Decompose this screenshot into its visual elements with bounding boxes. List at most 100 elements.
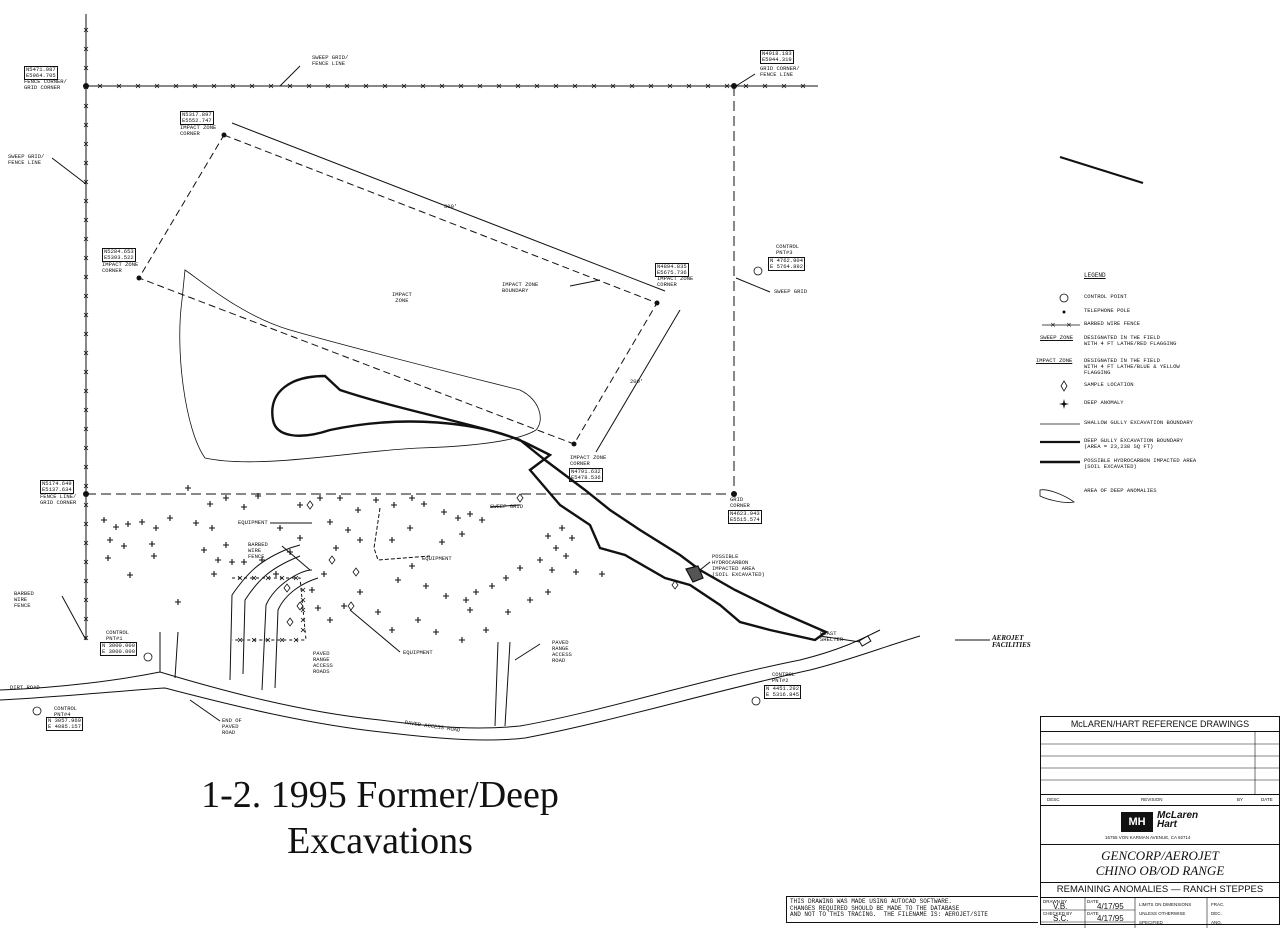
barbed-wire-tick xyxy=(496,83,502,89)
se-corner-label: GRID CORNER xyxy=(730,496,750,509)
deep-anomaly-mark xyxy=(545,533,551,539)
barbed-wire-tick xyxy=(83,635,89,641)
barbed-wire-tick xyxy=(83,274,89,280)
legend-item-deep-anomaly: DEEP ANOMALY xyxy=(1036,398,1276,412)
control-pnt1-label: CONTROL PNT#1 xyxy=(106,629,130,642)
barbed-wire-tick xyxy=(192,83,198,89)
deep-anomaly-mark xyxy=(375,609,381,615)
equipment-fence xyxy=(373,507,431,561)
deep-anomaly-mark xyxy=(309,587,315,593)
deep-anomaly-mark xyxy=(517,565,523,571)
barbed-wire-tick xyxy=(83,540,89,546)
aerojet-label: AEROJET FACILITIES xyxy=(992,634,1031,649)
revision-header: DESC REVISION BY DATE xyxy=(1041,795,1279,806)
barbed-wire-tick xyxy=(610,83,616,89)
deep-anomaly-mark xyxy=(441,509,447,515)
deep-anomaly-mark xyxy=(317,495,323,501)
deep-anomaly-mark xyxy=(241,504,247,510)
barbed-wire-tick xyxy=(293,575,299,581)
drawn-date: 4/17/95 xyxy=(1097,902,1124,911)
drawn-by-value: V.B. xyxy=(1053,902,1068,911)
deep-anomaly-mark xyxy=(407,525,413,531)
legend-text: DEEP GULLY EXCAVATION BOUNDARY (AREA = 2… xyxy=(1084,437,1184,450)
paved-range-road-label: PAVED RANGE ACCESS ROAD xyxy=(552,639,572,664)
deep-anomaly-mark xyxy=(153,525,159,531)
deep-anomaly-mark xyxy=(287,549,293,555)
ne-corner-label: GRID CORNER/ FENCE LINE xyxy=(760,65,800,78)
road-north-edge xyxy=(0,629,881,729)
barbed-wire-tick xyxy=(83,559,89,565)
barbed-wire-tick xyxy=(300,617,306,623)
date-label: DATE xyxy=(1087,899,1099,904)
deep-anomaly-mark xyxy=(439,539,445,545)
barbed-wire-tick xyxy=(249,83,255,89)
checked-date: 4/17/95 xyxy=(1097,914,1124,923)
ne-coords: N4918.183 E5944.319 xyxy=(760,50,794,64)
hydrocarbon-icon xyxy=(1040,460,1080,464)
deep-anomaly-mark xyxy=(389,537,395,543)
deep-anomaly-mark xyxy=(443,593,449,599)
impact-zone-icon: IMPACT ZONE xyxy=(1036,356,1080,370)
project-line-1: GENCORP/AEROJET xyxy=(1101,848,1219,863)
deep-anomaly-mark xyxy=(241,559,247,565)
logo-address: 16755 VON KARMAN AVENUE, CA 92714 xyxy=(1105,835,1191,840)
deep-anomaly-mark xyxy=(167,515,173,521)
deep-anomaly-mark xyxy=(105,555,111,561)
iz-e xyxy=(654,300,660,306)
control-pnt3-label: CONTROL PNT#3 xyxy=(776,243,800,256)
deep-anomaly-mark xyxy=(505,609,511,615)
impact-zone-label: IMPACT ZONE xyxy=(392,291,412,304)
barbed-wire-tick xyxy=(83,103,89,109)
barbed-wire-tick xyxy=(293,637,299,643)
paved-range-road-d xyxy=(274,577,319,689)
signoff-block: DRAWN BY V.B. DATE 4/17/95 CHECKED BY S.… xyxy=(1041,898,1279,928)
barbed-wire-tick xyxy=(363,83,369,89)
deep-anomaly-mark xyxy=(215,557,221,563)
deep-anomaly-mark xyxy=(389,627,395,633)
legend-text: AREA OF DEEP ANOMALIES xyxy=(1084,487,1157,494)
deep-anomaly-mark xyxy=(327,617,333,623)
deep-anomaly-mark xyxy=(193,520,199,526)
sample-location-mark xyxy=(328,555,336,565)
barbed-wire-tick xyxy=(477,83,483,89)
deep-anomaly-mark xyxy=(373,497,379,503)
control-pnt1-coords: N 3000.000 E 3000.000 xyxy=(100,642,138,656)
deep-anomaly-mark xyxy=(185,485,191,491)
barbed-wire-tick xyxy=(83,217,89,223)
deep-anomaly-mark xyxy=(455,515,461,521)
autocad-note: THIS DRAWING WAS MADE USING AUTOCAD SOFT… xyxy=(786,896,1038,923)
svg-text:×: × xyxy=(1066,321,1072,329)
deep-anomaly-mark xyxy=(337,495,343,501)
iz-w xyxy=(136,275,142,281)
reference-drawings-header: McLAREN/HART REFERENCE DRAWINGS xyxy=(1041,717,1279,732)
barbed-wire-tick xyxy=(83,521,89,527)
checked-by-value: S.C. xyxy=(1053,914,1069,923)
deep-anomaly-mark xyxy=(315,605,321,611)
sweep-grid-fence-left-label: SWEEP GRID/ FENCE LINE xyxy=(8,153,45,166)
deep-anomaly-mark xyxy=(473,589,479,595)
paved-range-road-b xyxy=(242,555,301,675)
deep-anomaly-mark xyxy=(345,527,351,533)
figure-caption: 1-2. 1995 Former/Deep Excavations xyxy=(150,772,610,864)
deep-anomaly-mark xyxy=(297,502,303,508)
barbed-wire-tick xyxy=(300,607,306,613)
sample-location-mark xyxy=(352,567,360,577)
deep-anomaly-mark xyxy=(545,589,551,595)
legend-text: SAMPLE LOCATION xyxy=(1084,381,1134,388)
north-arrow xyxy=(1059,156,1144,184)
barbed-wire-tick xyxy=(83,312,89,318)
sample-location-mark xyxy=(286,617,294,627)
deep-anomaly-mark xyxy=(459,531,465,537)
hydrocarbon-area xyxy=(685,565,704,583)
deep-anomaly-mark xyxy=(273,571,279,577)
deep-anomaly-mark xyxy=(467,607,473,613)
deep-anomaly-mark xyxy=(599,571,605,577)
barbed-wire-tick xyxy=(401,83,407,89)
col-date: DATE xyxy=(1261,797,1273,802)
paved-range-road-a xyxy=(229,544,301,681)
deep-anomaly-mark xyxy=(127,572,133,578)
end-paved-road-label: END OF PAVED ROAD xyxy=(222,717,242,736)
barbed-wire-tick xyxy=(83,407,89,413)
impact-zone-swatch-label: IMPACT ZONE xyxy=(1036,357,1073,364)
barbed-wire-tick xyxy=(135,83,141,89)
